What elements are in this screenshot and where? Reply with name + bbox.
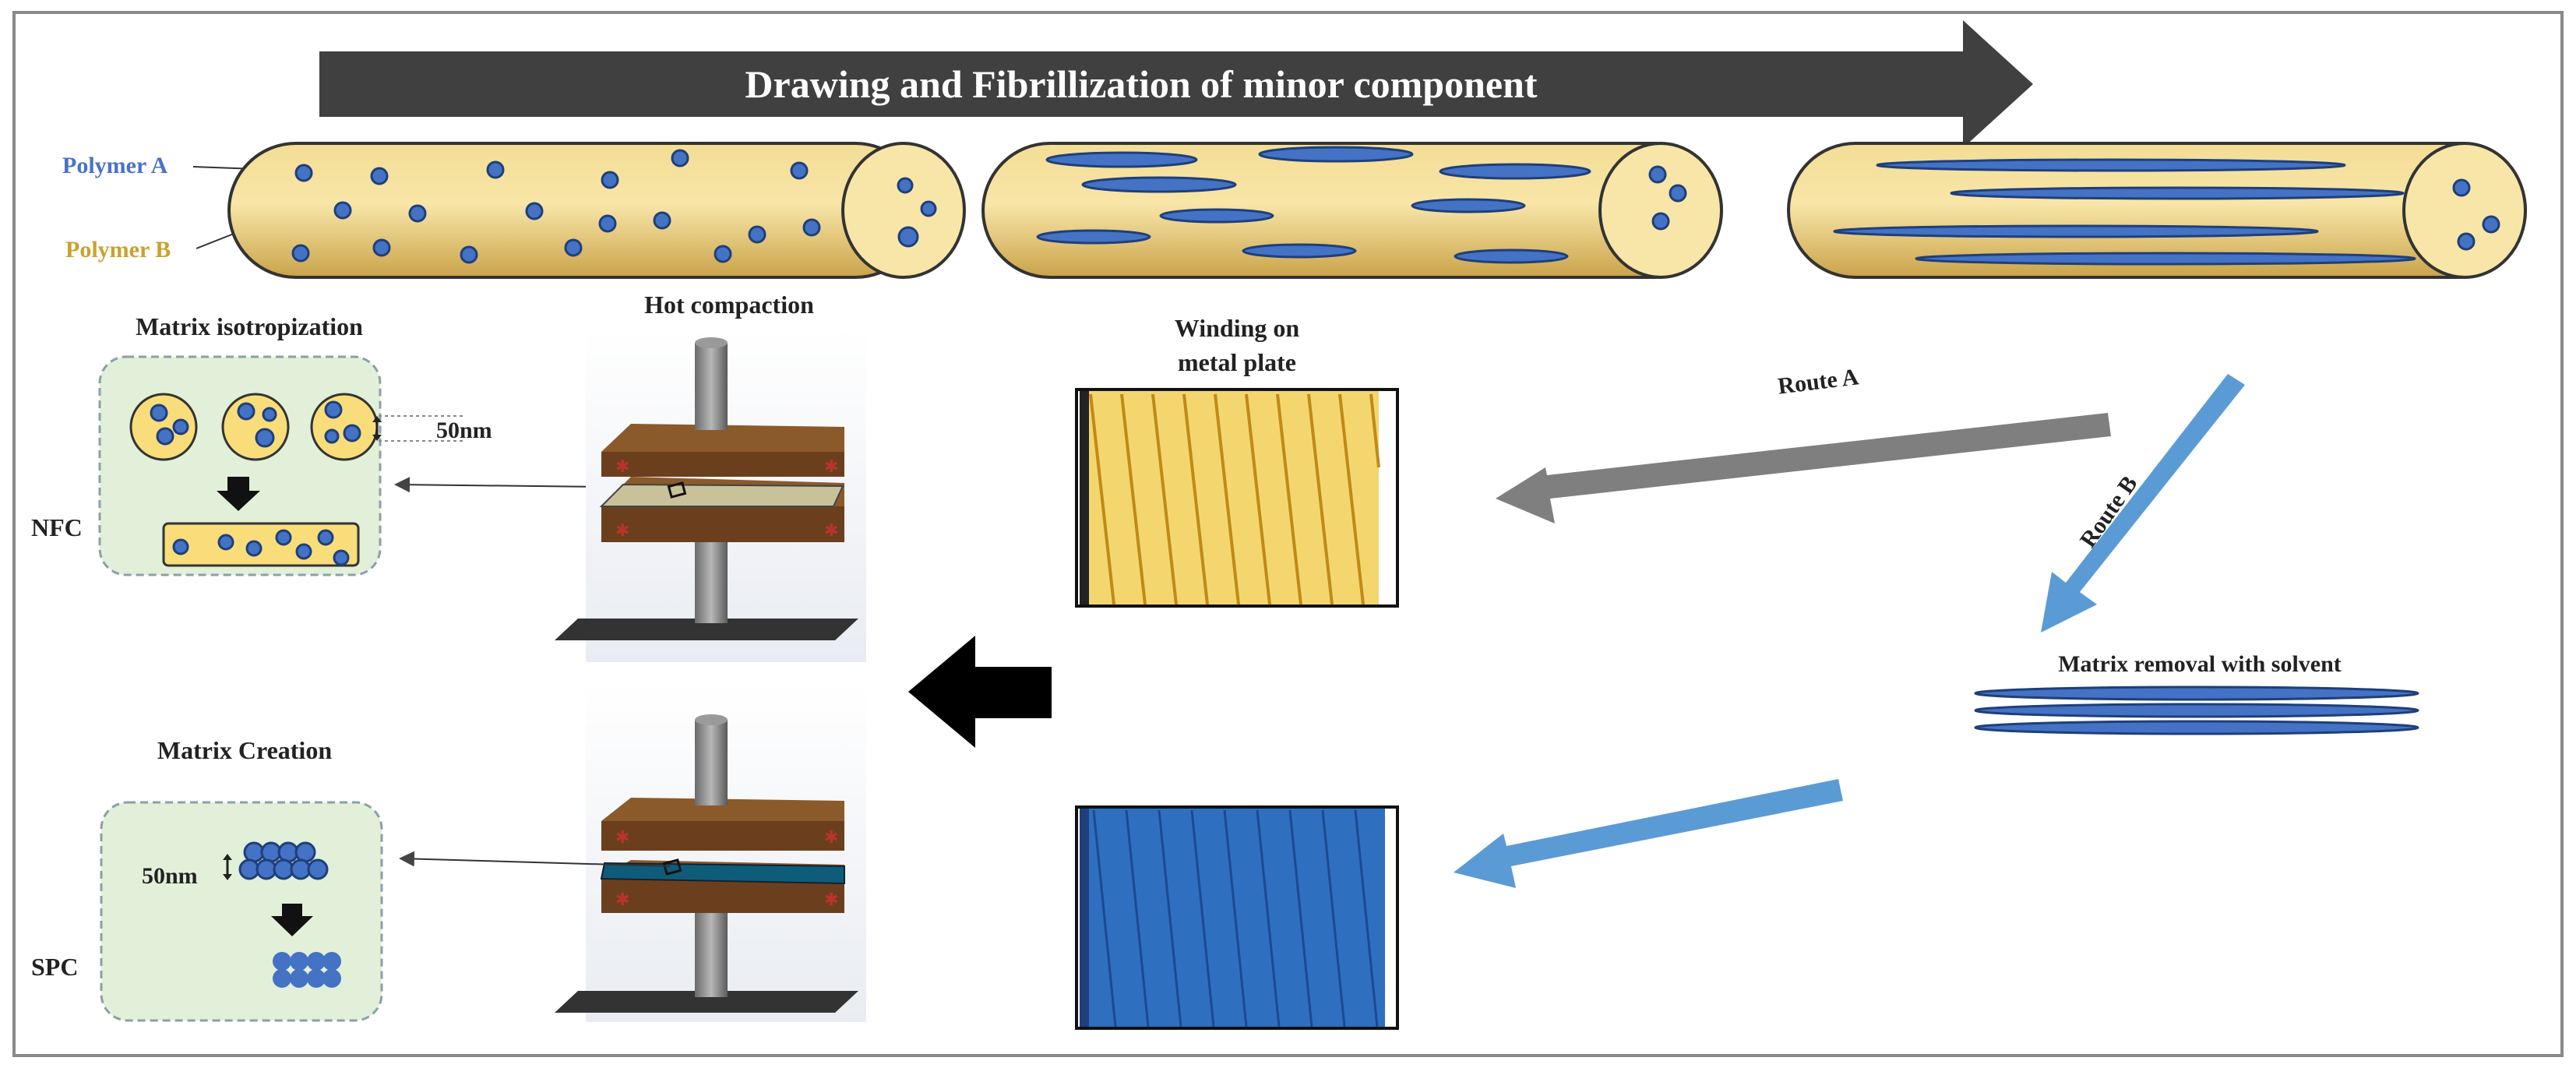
scale-label-top: 50nm	[436, 418, 492, 443]
banner-text: Drawing and Fibrillization of minor comp…	[745, 62, 1538, 106]
scale-label-bottom: 50nm	[142, 863, 198, 889]
svg-text:✱: ✱	[615, 890, 629, 910]
polymer-b-label: Polymer B	[65, 237, 171, 263]
down-arrow-icon	[217, 477, 260, 511]
nfc-label: NFC	[31, 513, 83, 541]
matrix-creation-title: Matrix Creation	[157, 736, 332, 764]
fiber-end-face	[841, 142, 966, 279]
svg-text:✱: ✱	[824, 890, 838, 910]
big-left-arrow	[908, 636, 1052, 748]
svg-text:✱: ✱	[615, 521, 629, 541]
winding-title-line1: Winding on	[1175, 314, 1300, 342]
fiber-dispersed-droplets	[227, 142, 966, 279]
route-b-to-plate-arrow	[1454, 779, 1843, 888]
winding-title-line2: metal plate	[1178, 348, 1296, 376]
svg-text:✱: ✱	[615, 457, 629, 477]
svg-text:✱: ✱	[824, 828, 838, 848]
svg-text:✱: ✱	[824, 457, 838, 477]
banner-arrow: Drawing and Fibrillization of minor comp…	[319, 20, 2033, 148]
fiber-continuous-fibrils	[1787, 142, 2527, 279]
scale-marker-bottom	[223, 854, 232, 880]
nfc-panel	[98, 355, 382, 576]
isolated-fibrils	[1974, 686, 2419, 735]
spc-pointer	[399, 851, 671, 867]
spc-panel	[100, 801, 383, 1022]
svg-text:✱: ✱	[615, 828, 629, 848]
down-arrow-icon	[271, 904, 313, 936]
route-b-arrow	[2041, 374, 2245, 633]
hot-press-blue: ✱ ✱ ✱ ✱	[555, 682, 866, 1022]
winding-plate-gold	[1075, 388, 1399, 608]
spc-label: SPC	[31, 953, 78, 981]
hot-compaction-title: Hot compaction	[644, 291, 814, 319]
route-a-arrow	[1496, 413, 2111, 523]
matrix-isotropization-title: Matrix isotropization	[136, 312, 363, 340]
matrix-removal-label: Matrix removal with solvent	[2058, 651, 2342, 677]
polymer-a-label: Polymer A	[62, 153, 168, 178]
fiber-elongated-droplets	[981, 142, 1723, 279]
svg-text:✱: ✱	[824, 521, 838, 541]
droplets	[291, 149, 821, 264]
scale-marker-top	[372, 415, 464, 442]
winding-plate-blue	[1075, 805, 1399, 1030]
hot-press-gold: ✱ ✱ ✱ ✱	[555, 327, 866, 662]
